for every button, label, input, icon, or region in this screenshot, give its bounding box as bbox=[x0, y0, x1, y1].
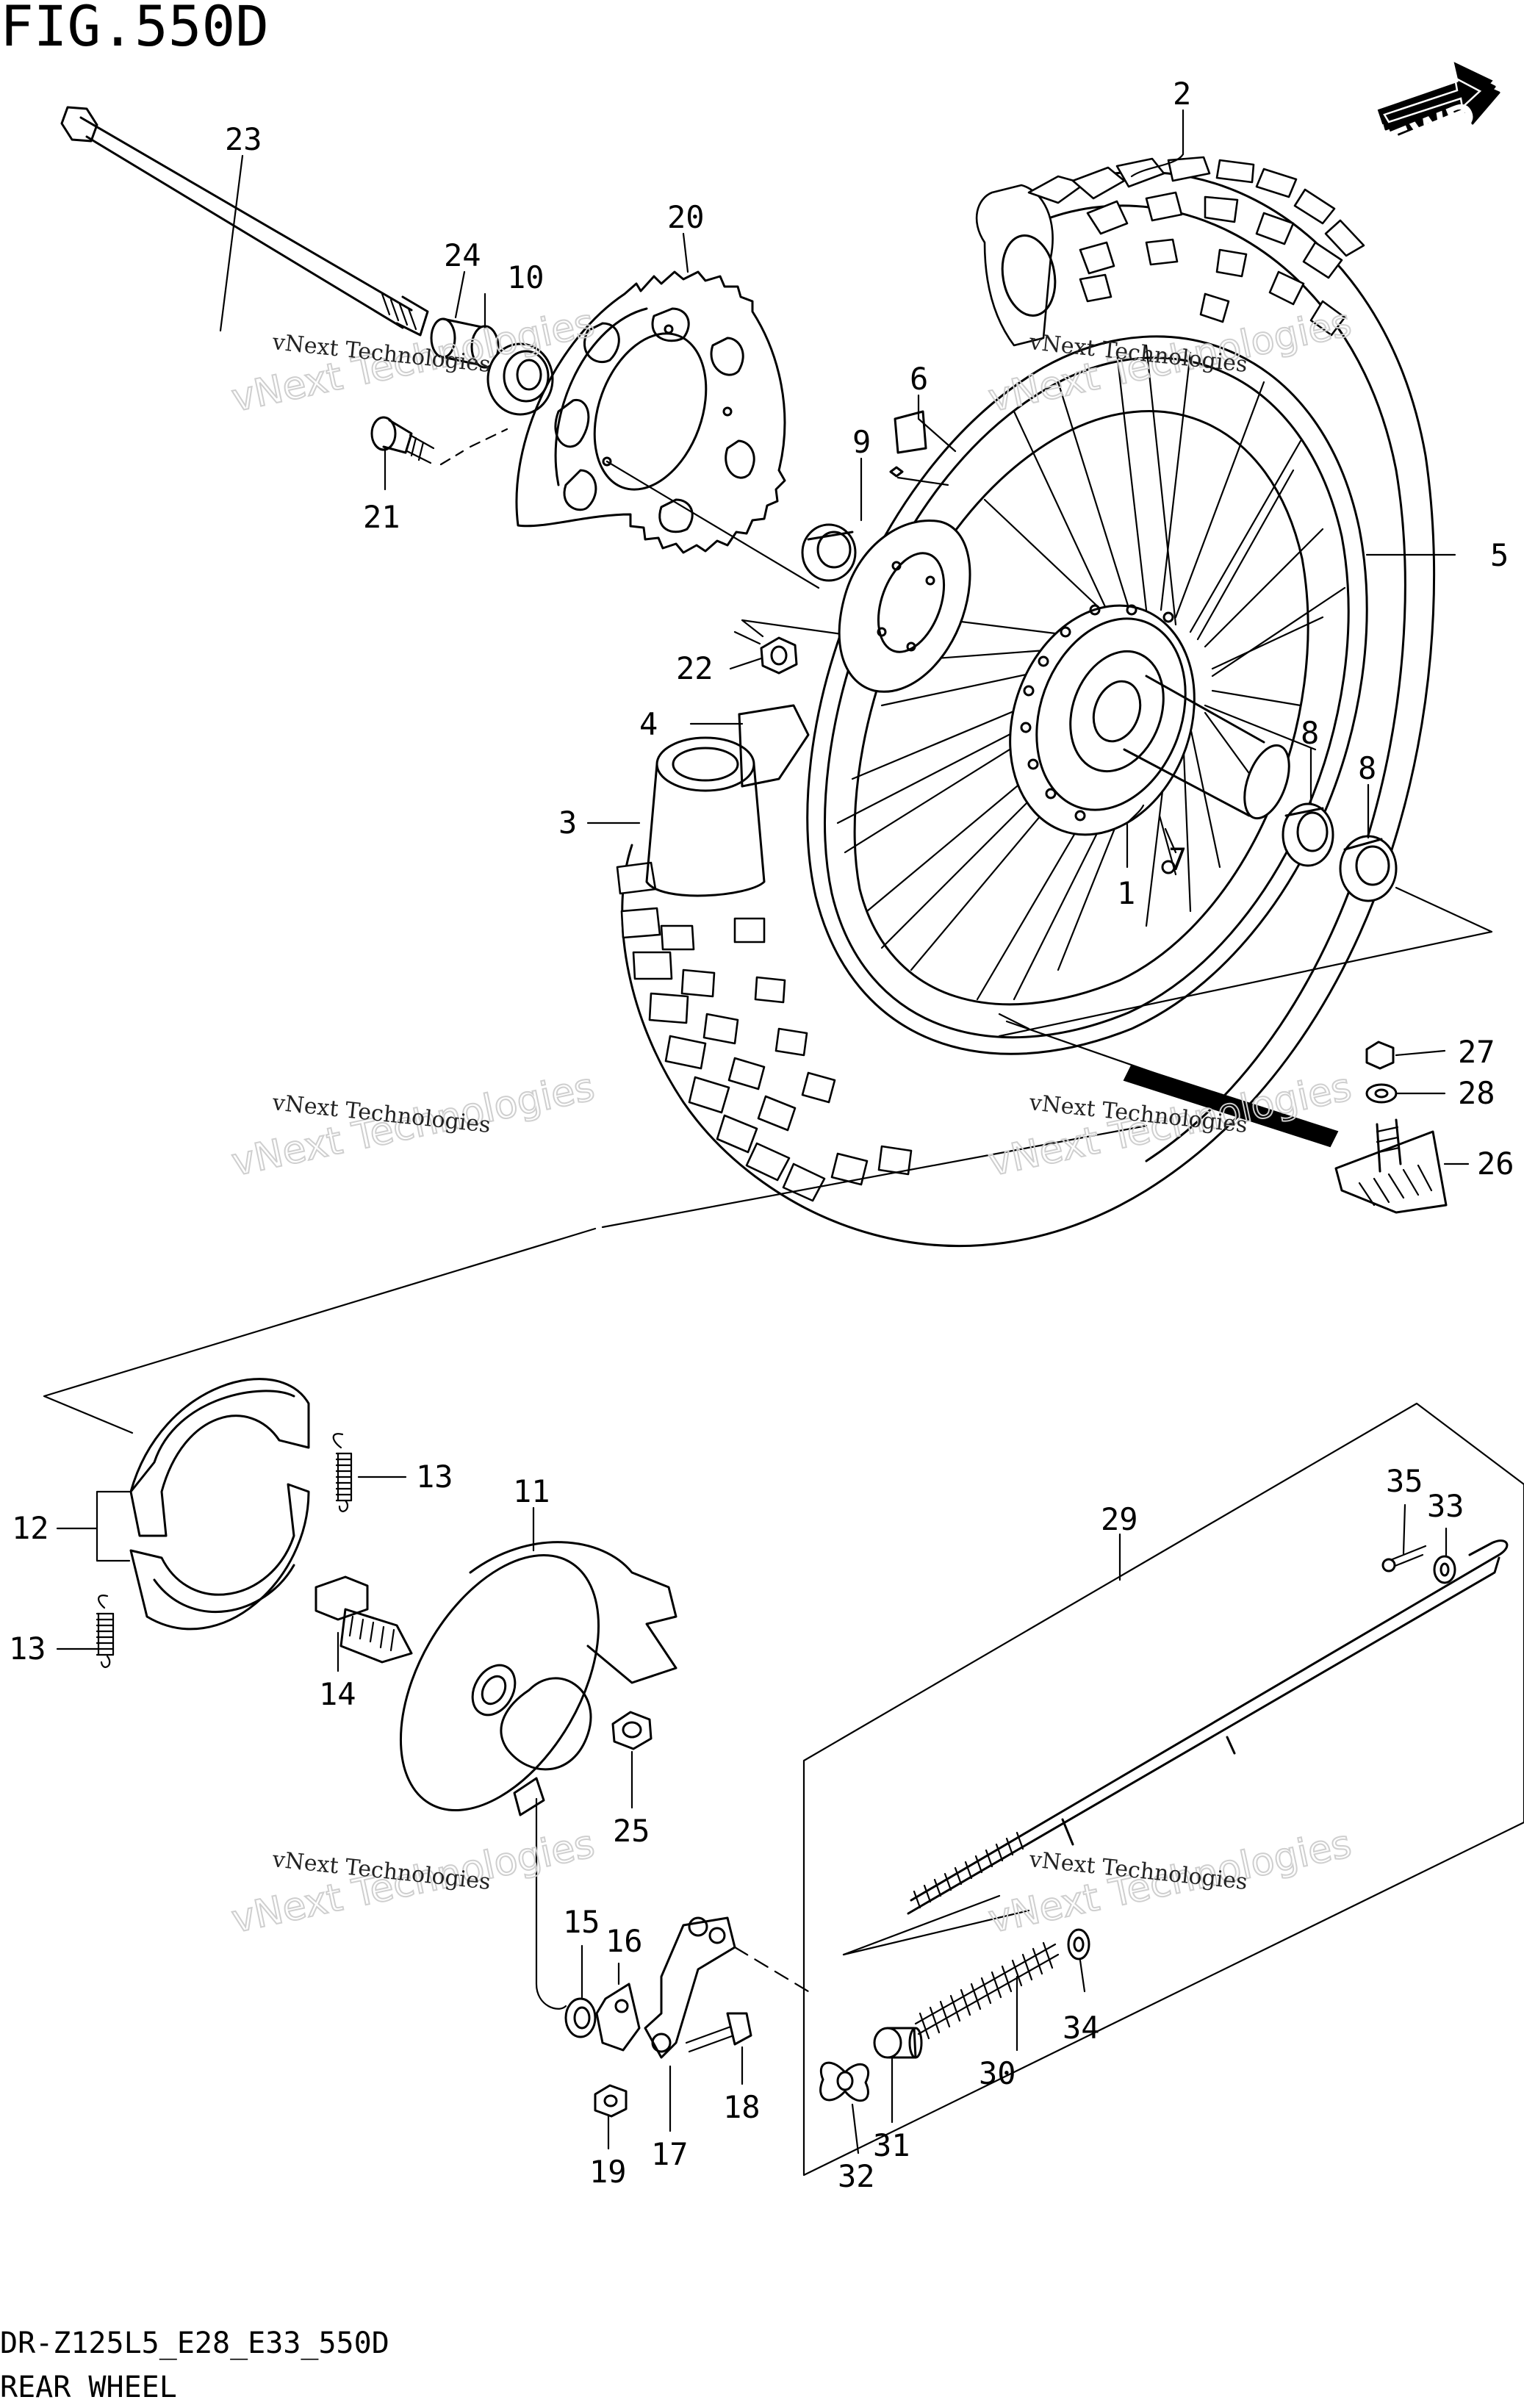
brake-cam-lever bbox=[644, 1916, 810, 2059]
axle-spacer bbox=[430, 317, 500, 369]
callout-19: 19 bbox=[589, 2154, 627, 2190]
callout-11: 11 bbox=[513, 1473, 550, 1509]
fwd-arrow-icon: FWD bbox=[1377, 62, 1500, 163]
callout-21: 21 bbox=[363, 499, 400, 535]
spring-washer bbox=[1067, 1928, 1090, 1960]
brake-shoes bbox=[129, 1378, 310, 1631]
wheel-hub bbox=[1009, 604, 1290, 836]
callout-29: 29 bbox=[1101, 1501, 1138, 1537]
model-code: DR-Z125L5_E28_E33_550D bbox=[0, 2326, 389, 2360]
callout-9: 9 bbox=[852, 424, 871, 460]
wear-indicator-plate bbox=[595, 1983, 641, 2052]
hub-bearing-right-b bbox=[1339, 835, 1398, 902]
assembly-guide-lines bbox=[43, 886, 1493, 1434]
callout-1: 1 bbox=[1117, 875, 1135, 911]
callout-28: 28 bbox=[1458, 1075, 1495, 1111]
hub-sprocket-flange bbox=[838, 520, 971, 693]
callout-35: 35 bbox=[1386, 1463, 1423, 1499]
brake-rod bbox=[907, 1539, 1509, 1915]
hub-bearing-left bbox=[801, 523, 857, 582]
tire-tread-bottom bbox=[616, 861, 913, 1202]
brake-adjust-nut bbox=[819, 2061, 870, 2102]
spoke-nipple bbox=[1158, 814, 1177, 876]
tire-tread-top bbox=[975, 156, 1365, 347]
brake-rod-pin bbox=[1381, 1545, 1427, 1573]
leader-lines bbox=[56, 109, 1470, 2154]
rear-sprocket bbox=[515, 270, 820, 589]
callout-27: 27 bbox=[1458, 1034, 1495, 1070]
brake-rod-joint bbox=[873, 2027, 923, 2059]
camshaft-o-ring bbox=[535, 1797, 597, 2038]
brake-shoe-spring-upper bbox=[332, 1433, 353, 1512]
callout-3: 3 bbox=[558, 805, 577, 841]
rear-axle bbox=[60, 106, 429, 337]
callout-labels: 23 2 20 24 10 6 9 21 5 22 4 8 8 3 7 1 27… bbox=[9, 76, 1514, 2194]
callout-12: 12 bbox=[12, 1510, 49, 1546]
lever-bolt bbox=[685, 2012, 752, 2053]
brake-shoe-spring-lower bbox=[96, 1595, 115, 1668]
spoke-nipple-tag bbox=[889, 410, 949, 486]
callout-24: 24 bbox=[444, 237, 481, 273]
callout-33: 33 bbox=[1427, 1488, 1464, 1524]
sprocket-bolt bbox=[370, 416, 508, 466]
brake-panel-nut bbox=[611, 1711, 653, 1750]
callout-6: 6 bbox=[910, 361, 928, 397]
callout-16: 16 bbox=[605, 1923, 643, 1959]
callout-15: 15 bbox=[563, 1904, 600, 1940]
callout-17: 17 bbox=[651, 2136, 689, 2172]
rim-lock-nut bbox=[1365, 1041, 1395, 1070]
brake-rod-washer bbox=[1433, 1555, 1456, 1584]
brake-rod-group-frame bbox=[802, 1402, 1524, 2177]
callout-22: 22 bbox=[676, 650, 714, 686]
brake-group-guide bbox=[842, 1894, 1030, 1956]
callout-18: 18 bbox=[723, 2089, 761, 2125]
oil-seal bbox=[486, 342, 554, 416]
hub-bearing-right-a bbox=[1282, 802, 1334, 867]
callout-30: 30 bbox=[979, 2055, 1016, 2091]
brake-camshaft bbox=[314, 1575, 413, 1664]
callout-8a: 8 bbox=[1301, 715, 1319, 751]
callout-10: 10 bbox=[507, 259, 544, 295]
tire-tube bbox=[645, 704, 810, 897]
brake-return-spring bbox=[914, 1941, 1060, 2040]
callout-26: 26 bbox=[1477, 1146, 1514, 1182]
callout-32: 32 bbox=[838, 2158, 875, 2194]
callout-13b: 13 bbox=[9, 1631, 46, 1667]
callout-20: 20 bbox=[667, 199, 705, 235]
callout-25: 25 bbox=[613, 1813, 650, 1849]
callout-34: 34 bbox=[1063, 2010, 1100, 2046]
rim-lock-washer bbox=[1365, 1083, 1398, 1104]
wheel-spokes bbox=[836, 344, 1346, 1001]
callout-5: 5 bbox=[1490, 537, 1509, 573]
figure-title: REAR WHEEL bbox=[0, 2371, 177, 2404]
callout-13a: 13 bbox=[416, 1459, 453, 1495]
callout-4: 4 bbox=[639, 706, 658, 742]
lever-nut bbox=[594, 2084, 628, 2118]
callout-23: 23 bbox=[225, 121, 262, 157]
callout-2: 2 bbox=[1173, 76, 1191, 112]
brake-panel bbox=[399, 1541, 677, 1816]
callout-14: 14 bbox=[319, 1676, 356, 1712]
sprocket-nut bbox=[733, 619, 891, 675]
rim-lock bbox=[1334, 1118, 1448, 1214]
callout-31: 31 bbox=[873, 2127, 910, 2163]
callout-8b: 8 bbox=[1358, 750, 1376, 786]
figure-id: FIG.550D bbox=[0, 0, 269, 59]
callout-7: 7 bbox=[1168, 841, 1187, 877]
